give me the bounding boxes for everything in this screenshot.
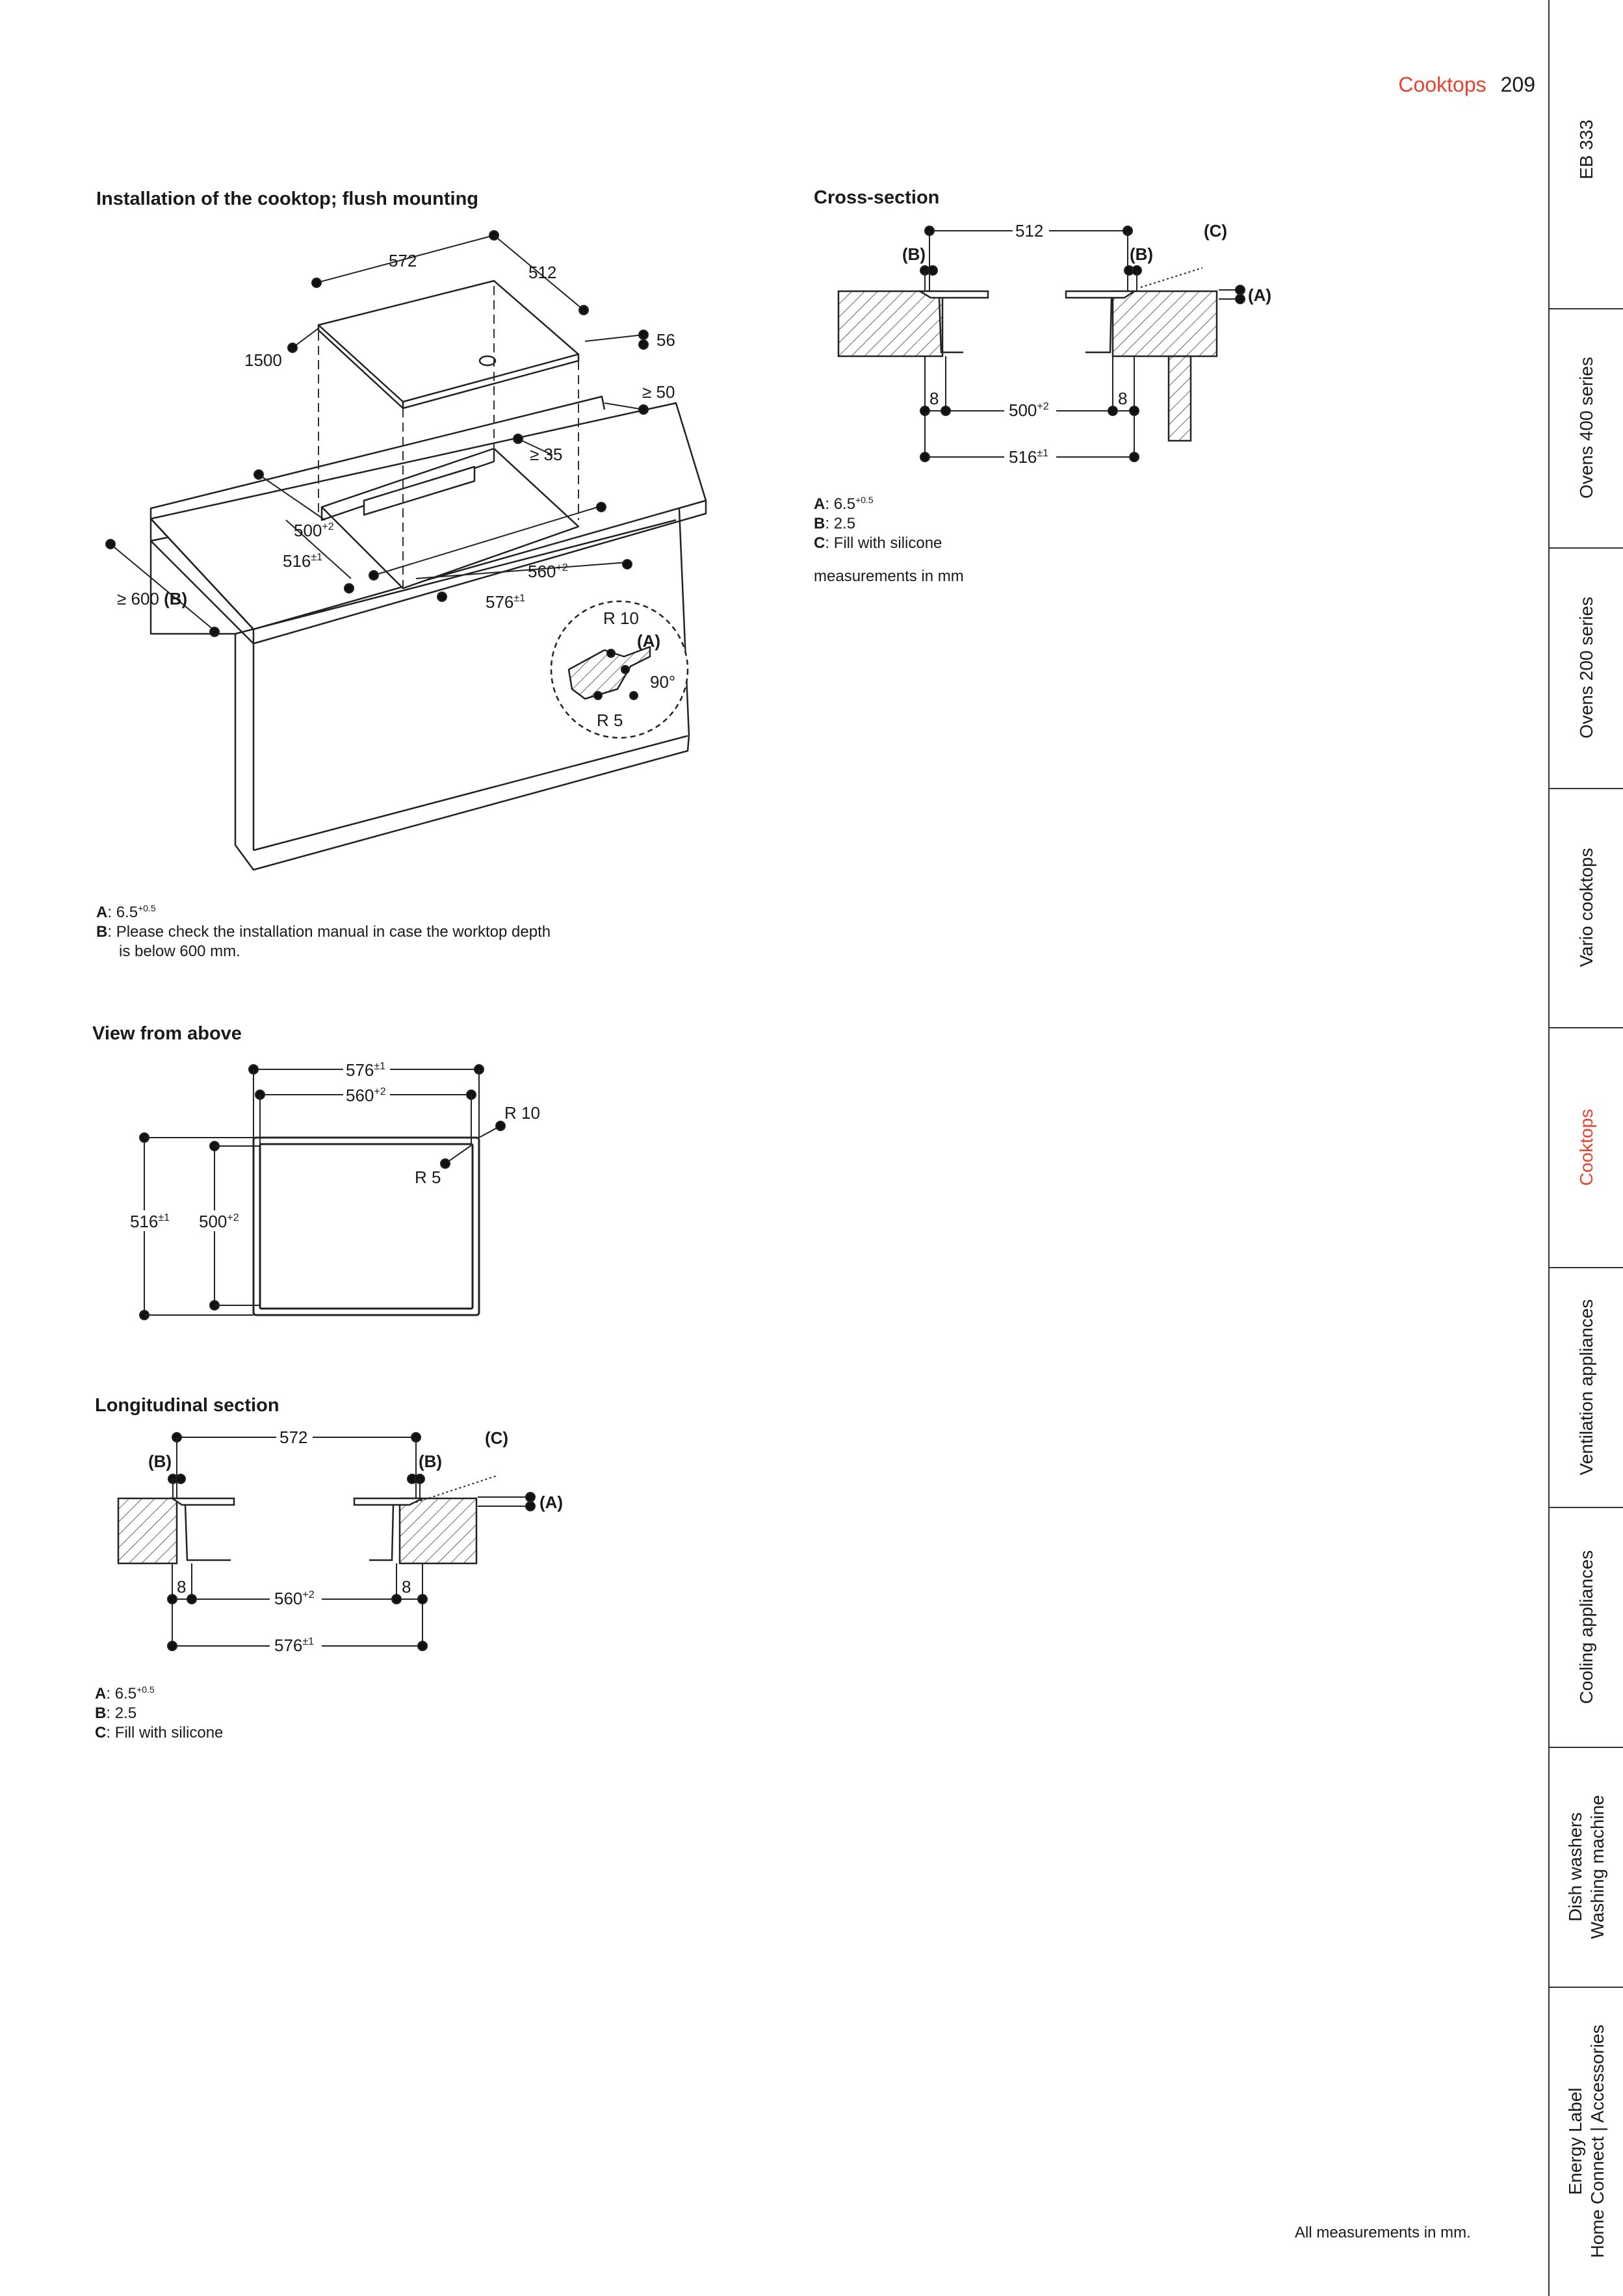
footer-note: All measurements in mm. <box>1295 2224 1471 2241</box>
sidebar-divider <box>1550 1267 1623 1268</box>
cs-dim-rebate: 516±1 <box>1009 447 1048 467</box>
sidebar-tab-label: Ovens 400 series <box>1576 357 1596 499</box>
dim-worktop: ≥ 600 (B) <box>117 589 187 608</box>
ls-dim-overall: 572 <box>279 1428 307 1447</box>
sidebar-tab-label-line1: Energy Label <box>1565 2087 1585 2195</box>
cross-section-diagram: 512 (B) (B) (C) (A) 8 8 500+2 516±1 <box>837 221 1271 467</box>
sidebar-tab-label: Energy Label Home Connect | Accessories <box>1565 2025 1609 2258</box>
detail-ref-a: (A) <box>637 631 660 651</box>
dim-rebate-width: 576±1 <box>486 592 525 612</box>
va-dim-rebate-d: 516±1 <box>130 1212 170 1231</box>
sidebar-tab-eb333[interactable]: EB 333 <box>1550 91 1623 208</box>
detail-r5: R 5 <box>597 711 623 730</box>
cs-ref-b-right: (B) <box>1130 244 1153 264</box>
cs-ref-b-left: (B) <box>902 244 926 264</box>
ls-ref-b-left: (B) <box>148 1452 172 1471</box>
dim-wall-gap: ≥ 50 <box>642 382 675 402</box>
legend-b: B: 2.5 <box>814 515 856 532</box>
sidebar-divider <box>1550 308 1623 309</box>
legend-b: B: 2.5 <box>95 1704 137 1722</box>
dim-rebate-depth: 516±1 <box>283 551 322 571</box>
ls-dim-gap-left: 8 <box>177 1577 186 1597</box>
view-above-diagram: 576±1 560+2 R 10 R 5 516±1 500+2 <box>125 1060 540 1320</box>
ls-dim-gap-right: 8 <box>402 1577 411 1597</box>
longitudinal-title: Longitudinal section <box>95 1395 279 1416</box>
va-r10: R 10 <box>504 1103 540 1123</box>
va-dim-rebate-w: 576±1 <box>346 1060 385 1080</box>
ls-dim-cut: 560+2 <box>274 1589 315 1608</box>
ls-dim-rebate: 576±1 <box>274 1636 314 1655</box>
dim-cut-depth: 500+2 <box>294 521 334 540</box>
view-above-title: View from above <box>92 1023 242 1044</box>
sidebar-tab-ovens-200[interactable]: Ovens 200 series <box>1550 547 1623 788</box>
sidebar-tab-label: Cooling appliances <box>1576 1550 1596 1704</box>
sidebar-divider <box>1550 1987 1623 1988</box>
detail-angle: 90° <box>650 672 675 692</box>
page-header: Cooktops 209 <box>1398 73 1535 97</box>
va-r5: R 5 <box>415 1168 441 1187</box>
ls-ref-c: (C) <box>485 1428 508 1448</box>
va-dim-cut-w: 560+2 <box>346 1086 386 1105</box>
sidebar-tab-dishwashers[interactable]: Dish washers Washing machine <box>1550 1747 1623 1987</box>
installation-diagram: 572 512 1500 56 ≥ 50 ≥ 35 500+2 516±1 56… <box>105 230 707 871</box>
cs-ref-a: (A) <box>1248 285 1271 305</box>
sidebar-tab-cooling[interactable]: Cooling appliances <box>1550 1507 1623 1747</box>
sidebar-divider <box>1550 788 1623 789</box>
sidebar-tab-cooktops[interactable]: Cooktops <box>1550 1027 1623 1267</box>
installation-title: Installation of the cooktop; flush mount… <box>96 189 479 209</box>
longitudinal-diagram: 572 (B) (B) (C) (A) 8 8 560+2 576±1 <box>117 1428 563 1655</box>
ls-ref-a: (A) <box>539 1493 563 1512</box>
cs-ref-c: (C) <box>1204 221 1227 241</box>
legend-a: A: 6.5+0.5 <box>96 903 156 921</box>
ls-ref-b-right: (B) <box>419 1452 442 1471</box>
measurement-note: measurements in mm <box>814 567 964 585</box>
sidebar-tab-vario-cooktops[interactable]: Vario cooktops <box>1550 788 1623 1027</box>
section-name: Cooktops <box>1398 73 1487 96</box>
legend-b: B: Please check the installation manual … <box>96 923 551 941</box>
page-number: 209 <box>1500 73 1535 96</box>
sidebar-tab-ventilation[interactable]: Ventilation appliances <box>1550 1267 1623 1507</box>
sidebar-tab-label-line2: Home Connect | Accessories <box>1587 2024 1607 2258</box>
dim-rear-gap: ≥ 35 <box>530 445 562 464</box>
sidebar-divider <box>1550 1027 1623 1028</box>
cs-dim-overall: 512 <box>1015 221 1043 241</box>
cs-dim-gap-right: 8 <box>1118 389 1127 408</box>
sidebar-tab-label: EB 333 <box>1576 120 1596 179</box>
sidebar-tab-label: Ventilation appliances <box>1576 1299 1596 1475</box>
legend-c: C: Fill with silicone <box>95 1724 224 1742</box>
dim-width: 572 <box>389 251 417 270</box>
sidebar-tab-label: Dish washers Washing machine <box>1565 1795 1609 1939</box>
legend-a: A: 6.5+0.5 <box>814 495 874 513</box>
sidebar-divider <box>1550 1507 1623 1508</box>
installation-legend: A: 6.5+0.5 B: Please check the installat… <box>96 898 551 961</box>
longitudinal-legend: A: 6.5+0.5 B: 2.5 C: Fill with silicone <box>95 1680 223 1743</box>
detail-r10: R 10 <box>603 608 639 628</box>
sidebar-tab-label: Vario cooktops <box>1576 848 1596 967</box>
legend-b-cont: is below 600 mm. <box>119 943 240 960</box>
legend-c: C: Fill with silicone <box>814 534 942 552</box>
sidebar-tab-label: Ovens 200 series <box>1576 597 1596 738</box>
cross-section-legend: A: 6.5+0.5 B: 2.5 C: Fill with silicone <box>814 490 942 553</box>
sidebar-divider <box>1550 1747 1623 1748</box>
section-sidebar: EB 333 Ovens 400 series Ovens 200 series… <box>1548 0 1623 2296</box>
dim-cable: 1500 <box>244 350 282 370</box>
dim-height: 56 <box>656 330 675 350</box>
legend-a: A: 6.5+0.5 <box>95 1684 155 1702</box>
sidebar-tab-label: Cooktops <box>1576 1108 1596 1186</box>
sidebar-tab-energy-label[interactable]: Energy Label Home Connect | Accessories <box>1550 1987 1623 2296</box>
dim-depth: 512 <box>528 263 556 282</box>
dim-cut-width: 560+2 <box>528 562 568 581</box>
sidebar-tab-label-line1: Dish washers <box>1565 1812 1585 1922</box>
sidebar-divider <box>1550 547 1623 549</box>
cs-dim-gap-left: 8 <box>929 389 939 408</box>
cross-section-title: Cross-section <box>814 187 940 208</box>
cs-dim-cut: 500+2 <box>1009 400 1049 420</box>
sidebar-tab-label-line2: Washing machine <box>1587 1794 1607 1939</box>
va-dim-cut-d: 500+2 <box>199 1212 239 1231</box>
sidebar-tab-ovens-400[interactable]: Ovens 400 series <box>1550 308 1623 547</box>
